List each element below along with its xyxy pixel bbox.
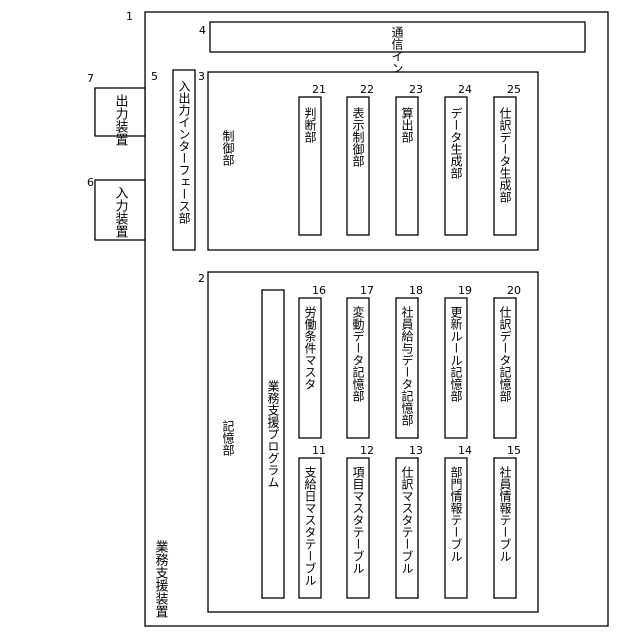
storage-item-12-ref: 12 xyxy=(360,444,374,457)
output-device-label: 出力装置 xyxy=(113,94,129,146)
storage-box xyxy=(208,272,538,612)
control-unit-21-ref: 21 xyxy=(312,83,326,96)
storage-item-20-ref: 20 xyxy=(507,284,521,297)
io-interface-label: 入出力インターフェース部 xyxy=(177,80,191,224)
control-unit-21-label: 判断部 xyxy=(303,107,317,143)
control-unit-25-ref: 25 xyxy=(507,83,521,96)
control-unit-24-ref: 24 xyxy=(458,83,472,96)
program-label: 業務支援プログラム xyxy=(266,380,280,488)
output-device-ref: 7 xyxy=(87,72,94,85)
io-interface-ref: 5 xyxy=(151,70,158,83)
control-unit-23-label: 算出部 xyxy=(400,106,414,143)
storage-item-12-label: 項目マスタテーブル xyxy=(351,466,365,574)
storage-item-18-ref: 18 xyxy=(409,284,423,297)
storage-item-19-label: 更新ルール記憶部 xyxy=(449,306,463,402)
input-device-label: 入力装置 xyxy=(113,186,129,238)
storage-item-14-label: 部門情報テーブル xyxy=(449,465,463,562)
comm-interface-ref: 4 xyxy=(199,24,206,37)
storage-item-17-label: 変動データ記憶部 xyxy=(351,305,365,402)
controller-box xyxy=(208,72,538,250)
storage-item-11-label: 支給日マスタテーブル xyxy=(303,466,317,586)
storage-item-15-label: 社員情報テーブル xyxy=(498,465,512,562)
storage-item-11-ref: 11 xyxy=(312,444,326,457)
storage-ref: 2 xyxy=(198,272,205,285)
control-unit-22-ref: 22 xyxy=(360,83,374,96)
controller-label: 制御部 xyxy=(221,130,235,166)
control-unit-23-ref: 23 xyxy=(409,83,423,96)
storage-item-16-label: 労働条件マスタ xyxy=(303,306,317,390)
storage-item-16-ref: 16 xyxy=(312,284,326,297)
storage-item-19-ref: 19 xyxy=(458,284,472,297)
storage-item-20-label: 仕訳データ記憶部 xyxy=(498,306,512,402)
device-ref: 1 xyxy=(126,10,133,23)
storage-item-13-ref: 13 xyxy=(409,444,423,457)
controller-ref: 3 xyxy=(198,70,205,83)
storage-item-15-ref: 15 xyxy=(507,444,521,457)
input-device-ref: 6 xyxy=(87,176,94,189)
control-unit-22-label: 表示制御部 xyxy=(351,107,365,167)
control-unit-24-label: データ生成部 xyxy=(449,107,463,179)
storage-item-18-label: 社員給与データ記憶部 xyxy=(400,305,414,426)
storage-label: 記憶部 xyxy=(221,419,235,456)
storage-item-17-ref: 17 xyxy=(360,284,374,297)
storage-item-13-label: 仕訳マスタテーブル xyxy=(400,466,414,574)
device-label: 業務支援装置 xyxy=(153,539,169,618)
control-unit-25-label: 仕訳データ生成部 xyxy=(498,107,512,203)
storage-item-14-ref: 14 xyxy=(458,444,472,457)
